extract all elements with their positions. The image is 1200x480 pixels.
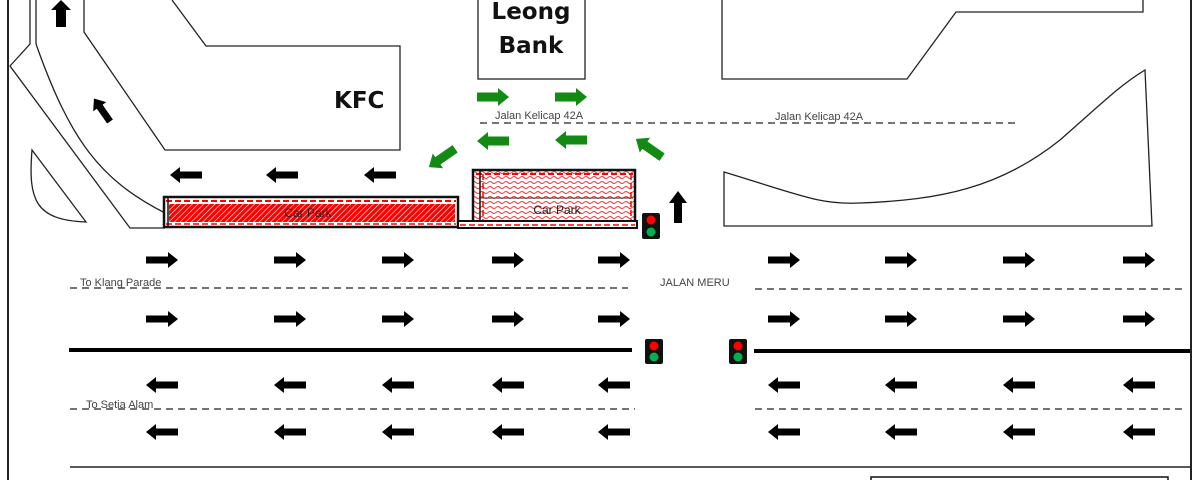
eastbound-lane-2-arrow [1123,311,1155,327]
westbound-lane-1-arrow [274,377,306,393]
westbound-lane-1-arrow [768,377,800,393]
car-park-2-label: Car Park [533,203,581,217]
leong-bank-label-line1: Leong [492,0,571,25]
eastbound-lane-1-arrow [598,252,630,268]
green-light-icon [649,352,659,362]
eastbound-lane-1-arrow [885,252,917,268]
kfc-label: KFC [334,88,384,114]
westbound-lane-2-arrow [768,424,800,440]
exit-up-arrow [669,191,687,223]
green-light-icon [646,227,656,237]
red-light-icon [649,341,659,351]
car-park-1-label: Car Park [284,206,332,220]
eastbound-lane-1-arrow [146,252,178,268]
westbound-lane-1-arrow [885,377,917,393]
eastbound-lane-1-arrow [768,252,800,268]
route-arrow-east-1 [477,88,509,106]
leong-bank-label-line2: Bank [499,33,564,59]
route-arrow-west-2 [555,131,587,149]
westbound-lane-1-arrow [1003,377,1035,393]
westbound-lane-2-arrow [492,424,524,440]
side-road-label-right: Jalan Kelicap 42A [775,111,864,123]
eastbound-lane-2-arrow [768,311,800,327]
westbound-lane-1-arrow [598,377,630,393]
access-road-arrow-2 [266,167,298,183]
main-road-label: JALAN MERU [660,277,730,289]
eastbound-lane-2-arrow [146,311,178,327]
route-arrow-southwest [423,141,461,175]
eastbound-lane-2-arrow [382,311,414,327]
eastbound-lane-2-arrow [598,311,630,327]
westbound-lane-2-arrow [885,424,917,440]
westbound-lane-2-arrow [598,424,630,440]
red-light-icon [733,341,743,351]
green-light-icon [733,352,743,362]
building-top-right [721,0,1144,80]
eastbound-lane-2-arrow [1003,311,1035,327]
eastbound-lane-1-arrow [382,252,414,268]
traffic-light-median-east [729,339,747,364]
car-park-2: Car Park [457,168,638,229]
red-light-icon [646,215,656,225]
car-park-1: Car Park [162,195,460,229]
destination-klang-parade: To Klang Parade [80,277,161,289]
slip-road-diagonal-arrow [93,98,113,124]
eastbound-lane-1-arrow [492,252,524,268]
leong-bank-building [477,0,586,80]
traffic-light-median-west [645,339,663,364]
eastbound-lane-2-arrow [274,311,306,327]
westbound-lane-2-arrow [274,424,306,440]
eastbound-lane-1-arrow [1123,252,1155,268]
plot-right [723,68,1153,227]
eastbound-lane-2-arrow [885,311,917,327]
destination-setia-alam: To Setia Alam [86,399,153,411]
westbound-lane-2-arrow [1003,424,1035,440]
traffic-light-car-park-exit [642,213,660,239]
slip-road-outline [9,0,401,229]
access-road-arrow-3 [364,167,396,183]
access-road-arrow-1 [170,167,202,183]
route-arrow-east-2 [555,88,587,106]
westbound-lane-1-arrow [1123,377,1155,393]
westbound-lane-1-arrow [492,377,524,393]
westbound-lane-1-arrow [382,377,414,393]
slip-road-up-arrow [51,0,71,27]
route-arrow-northwest [630,131,668,165]
eastbound-lane-1-arrow [274,252,306,268]
westbound-lane-2-arrow [1123,424,1155,440]
side-road-label-left: Jalan Kelicap 42A [495,110,584,122]
eastbound-lane-1-arrow [1003,252,1035,268]
eastbound-lane-2-arrow [492,311,524,327]
westbound-lane-2-arrow [146,424,178,440]
westbound-lane-2-arrow [382,424,414,440]
westbound-lane-1-arrow [146,377,178,393]
route-arrow-west-1 [477,132,509,150]
legend-box [870,476,1169,480]
